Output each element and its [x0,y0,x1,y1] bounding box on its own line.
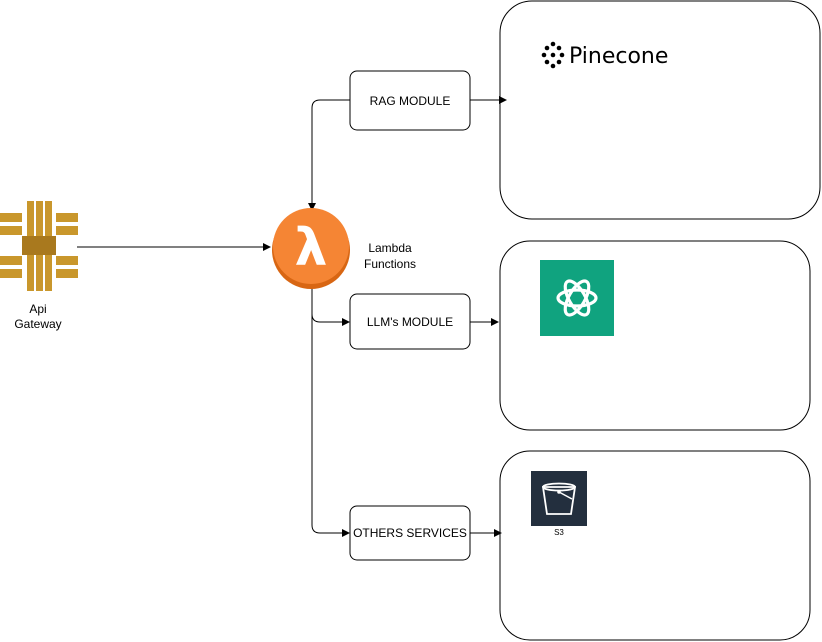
api-gateway-icon [0,201,78,291]
api-gateway-label-line1: Api [29,302,46,316]
pinecone-logo-icon [541,41,565,69]
lambda-label-line1: Lambda [368,241,412,255]
pinecone-name: Pinecone [569,44,668,69]
api-gateway-label-line2: Gateway [14,317,61,331]
lambda-to-llm-arrow [311,283,350,326]
lambda-icon: λ [272,208,350,289]
pinecone-container [499,0,821,220]
s3-label: S3 [554,528,564,537]
llm-module-label: LLM's MODULE [367,315,453,329]
others-services-label: OTHERS SERVICES [353,526,467,540]
rag-module-box: RAG MODULE [349,70,471,131]
rag-module-label: RAG MODULE [370,94,451,108]
rag-to-lambda-arrow [308,99,350,211]
llm-module-box: LLM's MODULE [349,293,471,350]
lambda-to-others-arrow [311,283,350,537]
openai-icon [540,260,614,336]
others-services-box: OTHERS SERVICES [349,505,471,561]
lambda-label-line2: Functions [364,257,416,271]
s3-bucket-icon [531,471,587,526]
svg-text:λ: λ [295,218,328,278]
